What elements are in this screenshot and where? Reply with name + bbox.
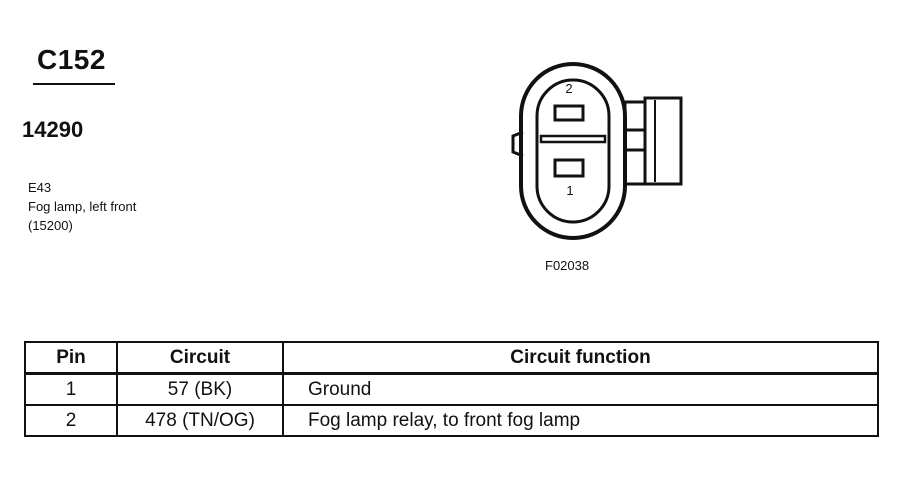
figure-id: F02038	[545, 258, 590, 273]
pin-table: Pin Circuit Circuit function 1 57 (BK) G…	[24, 341, 879, 437]
connector-inner-cavity	[535, 78, 611, 224]
circuit-function-cell: Fog lamp relay, to front fog lamp	[282, 404, 879, 437]
header-pin: Pin	[24, 341, 118, 375]
component-code: E43	[28, 180, 52, 195]
connector-id-underline	[33, 83, 115, 85]
pin-2-label: 2	[565, 81, 572, 96]
pin-cell: 2	[24, 404, 118, 437]
connector-rib	[623, 100, 647, 132]
connector-latch	[511, 130, 524, 158]
connector-face-diagram: 2 1	[511, 62, 683, 240]
table-row: 1 57 (BK) Ground	[24, 372, 879, 406]
pin-1-label: 1	[566, 183, 573, 198]
table-header-row: Pin Circuit Circuit function	[24, 341, 879, 375]
header-circuit: Circuit	[116, 341, 284, 375]
component-name: Fog lamp, left front	[28, 199, 137, 214]
connector-id: C152	[37, 44, 106, 75]
component-ref: (15200)	[28, 218, 73, 233]
connector-wire-cover	[643, 96, 683, 186]
circuit-cell: 57 (BK)	[116, 372, 284, 406]
header-circuit-function: Circuit function	[282, 341, 879, 375]
connector-rib	[623, 148, 647, 186]
pin-1-terminal	[553, 158, 585, 178]
connector-divider	[539, 134, 607, 144]
circuit-cell: 478 (TN/OG)	[116, 404, 284, 437]
table-row: 2 478 (TN/OG) Fog lamp relay, to front f…	[24, 404, 879, 437]
connector-rib	[623, 128, 647, 152]
component-description: E43 Fog lamp, left front (15200)	[28, 178, 136, 235]
pin-2-terminal	[553, 104, 585, 122]
pin-cell: 1	[24, 372, 118, 406]
circuit-function-cell: Ground	[282, 372, 879, 406]
part-number: 14290	[22, 117, 84, 142]
